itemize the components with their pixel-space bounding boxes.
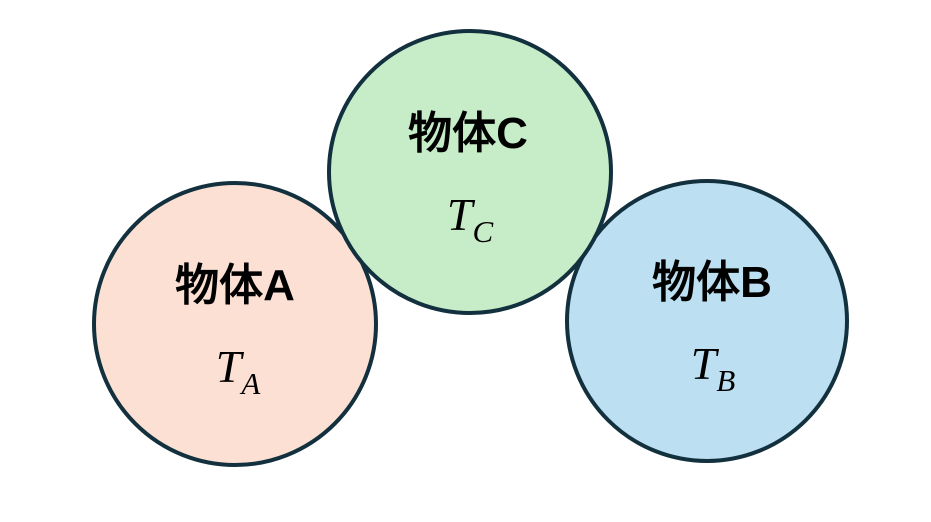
body-c-temp-symbol: T [447, 189, 476, 240]
body-a-temp-symbol: T [216, 341, 245, 392]
body-a-group[interactable]: 物体A TA [92, 181, 378, 467]
body-a-circle[interactable] [92, 181, 378, 467]
body-a-temperature: TA [216, 341, 262, 401]
body-b-circle[interactable] [565, 179, 849, 463]
body-b-label: 物体B [652, 258, 772, 307]
body-c-group[interactable]: 物体C TC [327, 29, 613, 315]
body-b-temperature: TB [691, 338, 736, 398]
body-c-circle[interactable] [327, 29, 613, 315]
body-c-temp-subscript: C [472, 214, 493, 249]
body-b-temp-subscript: B [716, 363, 735, 398]
body-b-temp-symbol: T [691, 338, 720, 389]
body-b-group[interactable]: 物体B TB [565, 179, 849, 463]
body-a-temp-subscript: A [239, 366, 261, 401]
body-a-label: 物体A [175, 261, 295, 310]
body-c-label: 物体C [408, 109, 528, 158]
body-c-temperature: TC [447, 189, 494, 249]
